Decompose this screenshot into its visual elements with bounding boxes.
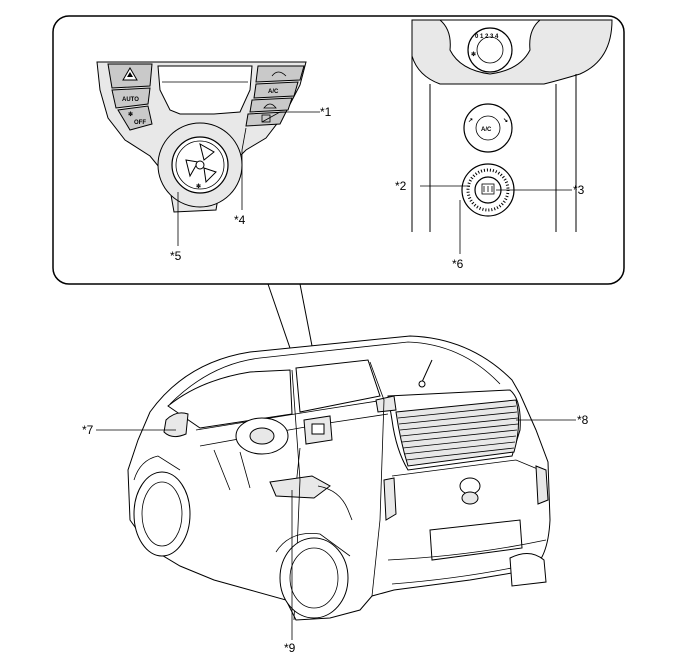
callout-5: *5 xyxy=(170,249,182,263)
callout-7: *7 xyxy=(82,423,94,437)
callout-6: *6 xyxy=(452,257,464,271)
front-defrost-icon xyxy=(263,103,277,109)
callout-2: *2 xyxy=(395,179,407,193)
callout-4: *4 xyxy=(234,213,246,227)
off-button-label: OFF xyxy=(134,120,146,126)
knob-fan-icon: ✻ xyxy=(196,183,201,190)
rear-defrost-switch-icon xyxy=(481,183,495,195)
callout-1: *1 xyxy=(320,105,332,119)
auto-climate-panel: AUTO ✻ OFF A/C xyxy=(96,61,307,213)
front-defrost-button[interactable] xyxy=(249,97,293,113)
hazard-button[interactable] xyxy=(107,63,153,89)
dashboard-interior xyxy=(195,399,389,491)
temperature-knob[interactable]: ✻ xyxy=(157,122,243,208)
foot-mode-icon: ↘ xyxy=(503,118,508,124)
recirculation-button[interactable] xyxy=(255,65,305,83)
ac-button-label: A/C xyxy=(268,89,279,95)
fan-speed-knob[interactable]: 0 1 2 3 4 ✻ xyxy=(467,27,513,73)
rear-window-defogger xyxy=(395,399,520,467)
fan-speed-scale: 0 1 2 3 4 xyxy=(475,34,499,40)
mode-ac-knob[interactable]: A/C ↗ ↘ xyxy=(463,103,513,153)
recirculation-icon xyxy=(271,71,287,77)
vent-mode-icon: ↗ xyxy=(468,118,473,124)
callout-9: *9 xyxy=(284,641,296,655)
callout-8: *8 xyxy=(577,413,589,427)
auto-button[interactable]: AUTO xyxy=(111,87,151,109)
fan-speed-icon: ✻ xyxy=(471,51,476,58)
rear-wheel xyxy=(275,533,351,619)
ac-button[interactable]: A/C xyxy=(253,81,299,99)
temperature-dial[interactable] xyxy=(461,163,515,217)
detail-inset: AUTO ✻ OFF A/C xyxy=(52,15,625,285)
car-illustration xyxy=(127,335,551,621)
callout-3: *3 xyxy=(573,183,585,197)
manual-heater-panel: 0 1 2 3 4 ✻ A/C ↗ ↘ xyxy=(411,19,613,232)
inset-leaders xyxy=(177,111,572,254)
front-wheel xyxy=(133,455,191,557)
rear-defrost-icon xyxy=(261,114,271,123)
right-rear-wheel xyxy=(509,553,547,587)
fan-off-button[interactable]: ✻ OFF xyxy=(117,105,153,131)
auto-button-label: AUTO xyxy=(122,97,139,103)
fan-icon: ✻ xyxy=(128,111,133,118)
car-leaders xyxy=(96,419,576,640)
rear-defrost-button[interactable] xyxy=(245,111,287,127)
ac-knob-label: A/C xyxy=(481,127,492,133)
